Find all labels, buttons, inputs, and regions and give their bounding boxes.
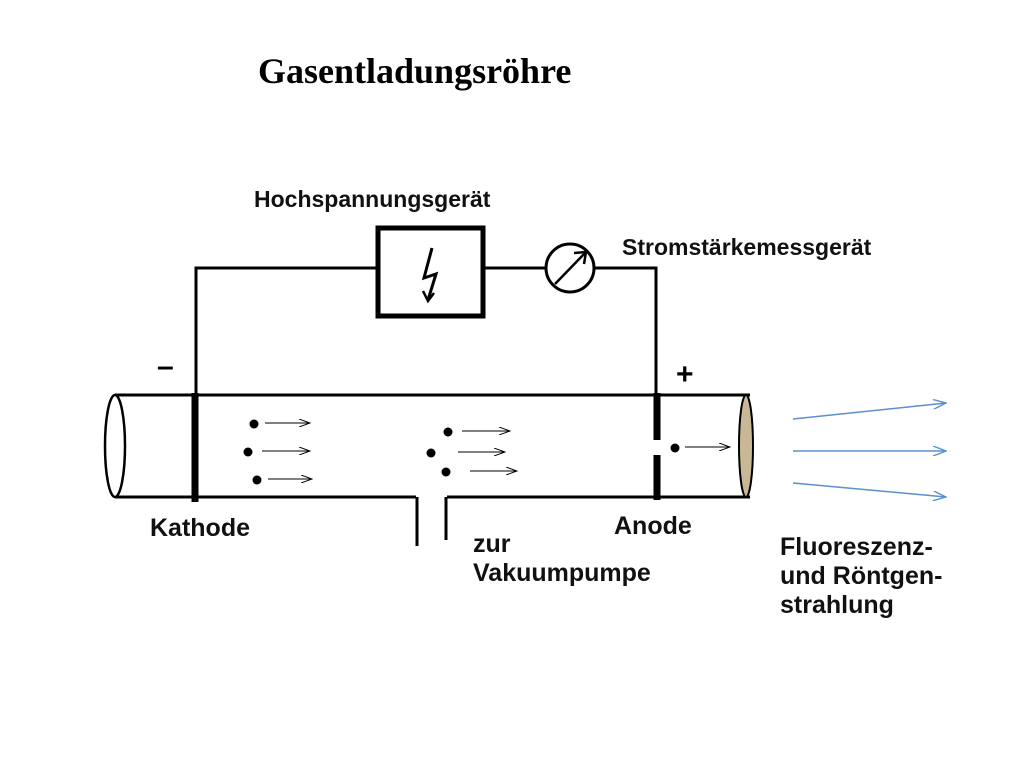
circuit-wires: [194, 266, 658, 400]
tube-left-end: [103, 393, 127, 499]
radiation-label: Fluoreszenz- und Röntgen- strahlung: [780, 533, 942, 619]
electrons-cathode: [243, 420, 313, 485]
vacuum-pump-label-line1: zur: [473, 530, 511, 558]
cathode-label: Kathode: [150, 514, 250, 542]
tube-right-end: [738, 394, 754, 498]
wire-right: [595, 266, 658, 398]
plus-sign: +: [676, 358, 694, 391]
diagram-title: Gasentladungsröhre: [258, 51, 572, 91]
ammeter-icon: [544, 242, 596, 294]
minus-sign: –: [157, 350, 174, 383]
radiation-label-line3: strahlung: [780, 590, 894, 619]
high-voltage-device: [375, 225, 486, 319]
anode-label: Anode: [614, 512, 692, 540]
wire-left: [194, 266, 378, 400]
radiation-label-line1: Fluoreszenz-: [780, 533, 933, 561]
radiation-label-line2: und Röntgen-: [780, 561, 943, 590]
electron-anode: [670, 444, 731, 453]
discharge-tube: [103, 393, 754, 546]
vacuum-pump-label: zur Vakuumpumpe: [473, 530, 651, 588]
high-voltage-label: Hochspannungsgerät: [254, 186, 491, 212]
lightning-icon: [421, 247, 439, 301]
electrons-middle: [426, 428, 518, 477]
radiation-arrows: [792, 403, 946, 497]
ammeter-label: Stromstärkemessgerät: [622, 234, 872, 260]
vacuum-pump-label-line2: Vakuumpumpe: [473, 558, 651, 587]
